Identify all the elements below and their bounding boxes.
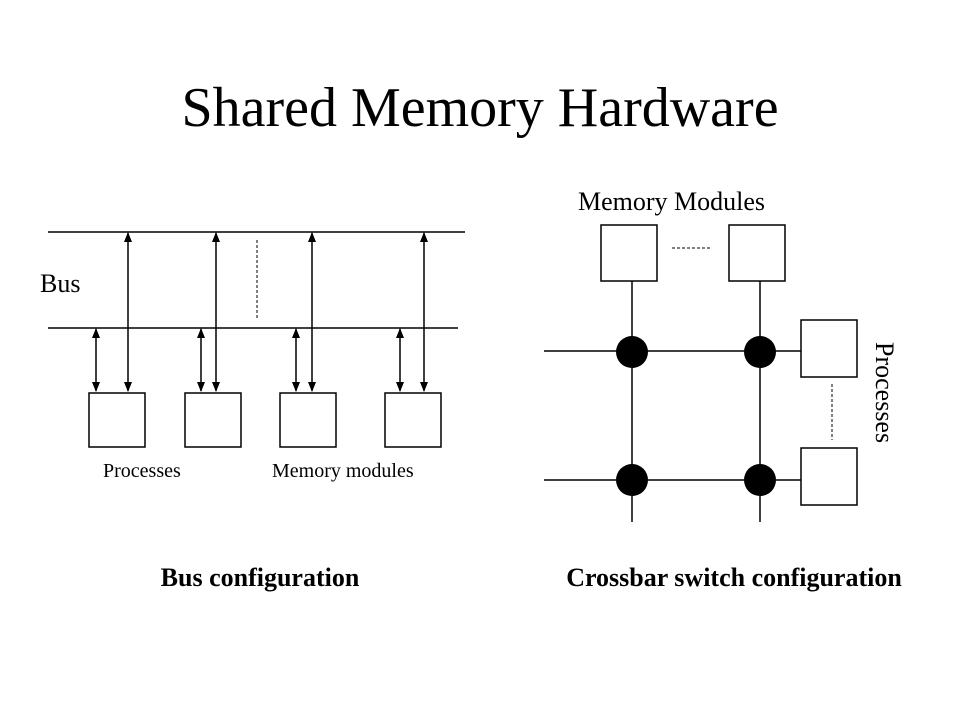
process-box bbox=[800, 319, 858, 378]
crossbar-configuration-caption: Crossbar switch configuration bbox=[566, 563, 902, 592]
bus-configuration-caption: Bus configuration bbox=[161, 563, 360, 592]
crossbar-switch-node bbox=[616, 336, 648, 368]
crossbar-processes-label: Processes bbox=[870, 342, 899, 443]
bus-memory-modules-label: Memory modules bbox=[272, 460, 414, 482]
bus-configuration: Bus Processes Memory modules Bus configu… bbox=[40, 231, 465, 592]
memory-module-box bbox=[279, 392, 337, 448]
memory-module-box bbox=[384, 392, 442, 448]
crossbar-switch-node bbox=[744, 464, 776, 496]
memory-module-box bbox=[600, 224, 658, 282]
crossbar-switch-node bbox=[744, 336, 776, 368]
crossbar-switch-node bbox=[616, 464, 648, 496]
memory-module-box bbox=[728, 224, 786, 282]
bus-label: Bus bbox=[40, 269, 80, 298]
process-box bbox=[88, 392, 146, 448]
crossbar-memory-modules-label: Memory Modules bbox=[578, 187, 765, 216]
crossbar-configuration: Memory Modules Processes Crossbar switch… bbox=[544, 187, 902, 592]
process-box bbox=[184, 392, 242, 448]
process-box bbox=[800, 447, 858, 506]
page-title: Shared Memory Hardware bbox=[181, 77, 779, 139]
bus-processes-label: Processes bbox=[103, 460, 181, 482]
